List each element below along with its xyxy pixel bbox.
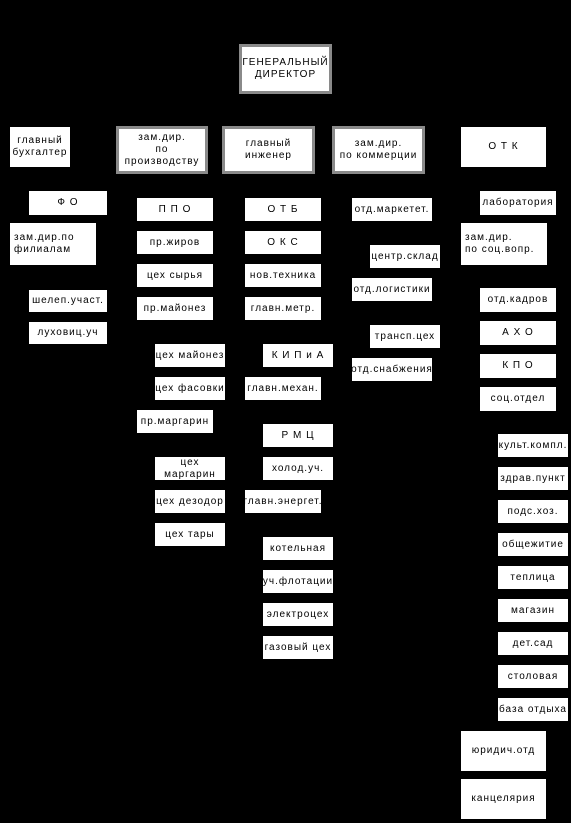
chief-metrologist-box: главн.метр. <box>244 296 322 321</box>
legal-dept-box: юридич.отд <box>460 730 547 772</box>
canteen-box: столовая <box>497 664 569 689</box>
aho-box: А Х О <box>479 320 557 346</box>
packing-shop-box: цех фасовки <box>154 376 226 401</box>
margarine-shop-box: цех маргарин <box>154 456 226 481</box>
lukhovits-site-box: луховиц.уч <box>28 321 108 345</box>
dormitory-box: общежитие <box>497 532 569 557</box>
laboratory-box: лаборатория <box>479 190 557 216</box>
boiler-room-box: котельная <box>262 536 334 561</box>
culture-complex-box: культ.компл. <box>497 433 569 458</box>
hr-dept-box: отд.кадров <box>479 287 557 313</box>
logistics-dept-box: отд.логистики <box>351 277 433 302</box>
cold-site-box: холод.уч. <box>262 456 334 481</box>
supply-dept-box: отд.снабжения <box>351 357 433 382</box>
otb-box: О Т Б <box>244 197 322 222</box>
rmc-box: Р М Ц <box>262 423 334 448</box>
recreation-base-box: база отдыха <box>497 697 569 722</box>
fats-prod-box: пр.жиров <box>136 230 214 255</box>
kindergarten-box: дет.сад <box>497 631 569 656</box>
flotation-site-box: уч.флотации <box>262 569 334 594</box>
deputy-production-box: зам.дир. по производству <box>116 126 208 174</box>
general-director-box: ГЕНЕРАЛЬНЫЙ ДИРЕКТОР <box>239 44 332 94</box>
shelep-site-box: шелеп.участ. <box>28 289 108 313</box>
otk-box: О Т К <box>460 126 547 168</box>
mayonnaise-prod-box: пр.майонез <box>136 296 214 321</box>
electric-shop-box: электроцех <box>262 602 334 627</box>
marketing-dept-box: отд.маркетет. <box>351 197 433 222</box>
chief-engineer-box: главный инженер <box>222 126 315 174</box>
transport-shop-box: трансп.цех <box>369 324 441 349</box>
deputy-branches-box: зам.дир.по филиалам <box>9 222 97 266</box>
new-tech-box: нов.техника <box>244 263 322 288</box>
deodorization-shop-box: цех дезодор <box>154 489 226 514</box>
central-warehouse-box: центр.склад <box>369 244 441 269</box>
shop-box: магазин <box>497 598 569 623</box>
container-shop-box: цех тары <box>154 522 226 547</box>
chief-accountant-box: главный бухгалтер <box>9 126 71 168</box>
kpo-box: К П О <box>479 353 557 379</box>
margarine-prod-box: пр.маргарин <box>136 409 214 434</box>
chief-power-engineer-box: главн.энергет. <box>243 489 322 514</box>
ppo-box: П П О <box>136 197 214 222</box>
aux-farm-box: подс.хоз. <box>497 499 569 524</box>
raw-material-shop-box: цех сырья <box>136 263 214 288</box>
deputy-social-box: зам.дир. по соц.вопр. <box>460 222 548 266</box>
oks-box: О К С <box>244 230 322 255</box>
chancellery-box: канцелярия <box>460 778 547 820</box>
chief-mechanic-box: главн.механ. <box>244 376 322 401</box>
mayonnaise-shop-box: цех майонез <box>154 343 226 368</box>
fo-box: Ф О <box>28 190 108 216</box>
gas-shop-box: газовый цех <box>262 635 334 660</box>
deputy-commerce-box: зам.дир. по коммерции <box>332 126 425 174</box>
kipia-box: К И П и А <box>262 343 334 368</box>
health-center-box: здрав.пункт <box>497 466 569 491</box>
greenhouse-box: теплица <box>497 565 569 590</box>
social-dept-box: соц.отдел <box>479 386 557 412</box>
